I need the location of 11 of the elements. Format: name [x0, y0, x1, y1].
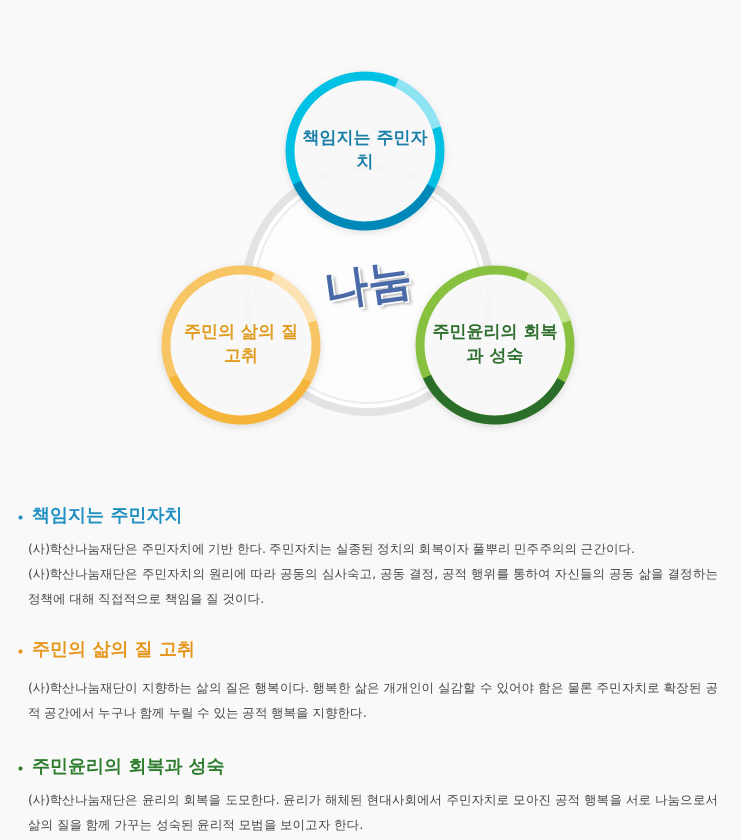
paragraph: (사)학산나눔재단이 지향하는 삶의 질은 행복이다. 행복한 삶은 개개인이 실감할 수 있어야 함은 물론 주민자치로 확장된 공적 공간에서 누구나 함께 누릴 수 있는 공적 행복을 지향한다.	[28, 679, 718, 722]
paragraph: (사)학산나눔재단은 윤리의 회복을 도모한다. 윤리가 해체된 현대사회에서 주민자치로 모아진 공적 행복을 서로 나눔으로서 삶의 질을 함께 가꾸는 성숙된 윤리적 모범을 보이고자 한다.	[28, 791, 718, 834]
section-heading: 주민의 삶의 질 고취	[32, 638, 195, 661]
circle-label: 책임지는 주민자치	[302, 127, 428, 174]
circle-label: 주민윤리의 회복과 성숙	[432, 321, 558, 368]
section-heading: 책임지는 주민자치	[32, 504, 182, 527]
circle-label: 주민의 삶의 질 고취	[183, 321, 299, 368]
paragraph: (사)학산나눔재단은 주민자치에 기반 한다. 주민자치는 실종된 정치의 회복이자 풀뿌리 민주주의의 근간이다.	[28, 540, 636, 558]
section-heading: 주민윤리의 회복과 성숙	[32, 755, 225, 778]
hub-title: 나눔	[320, 252, 416, 318]
paragraph: (사)학산나눔재단은 주민자치의 원리에 따라 공동의 심사숙고, 공동 결정, 공적 행위를 통하여 자신들의 공동 삶을 결정하는 정책에 대해 직접적으로 책임을 질 것이다.	[28, 565, 718, 608]
